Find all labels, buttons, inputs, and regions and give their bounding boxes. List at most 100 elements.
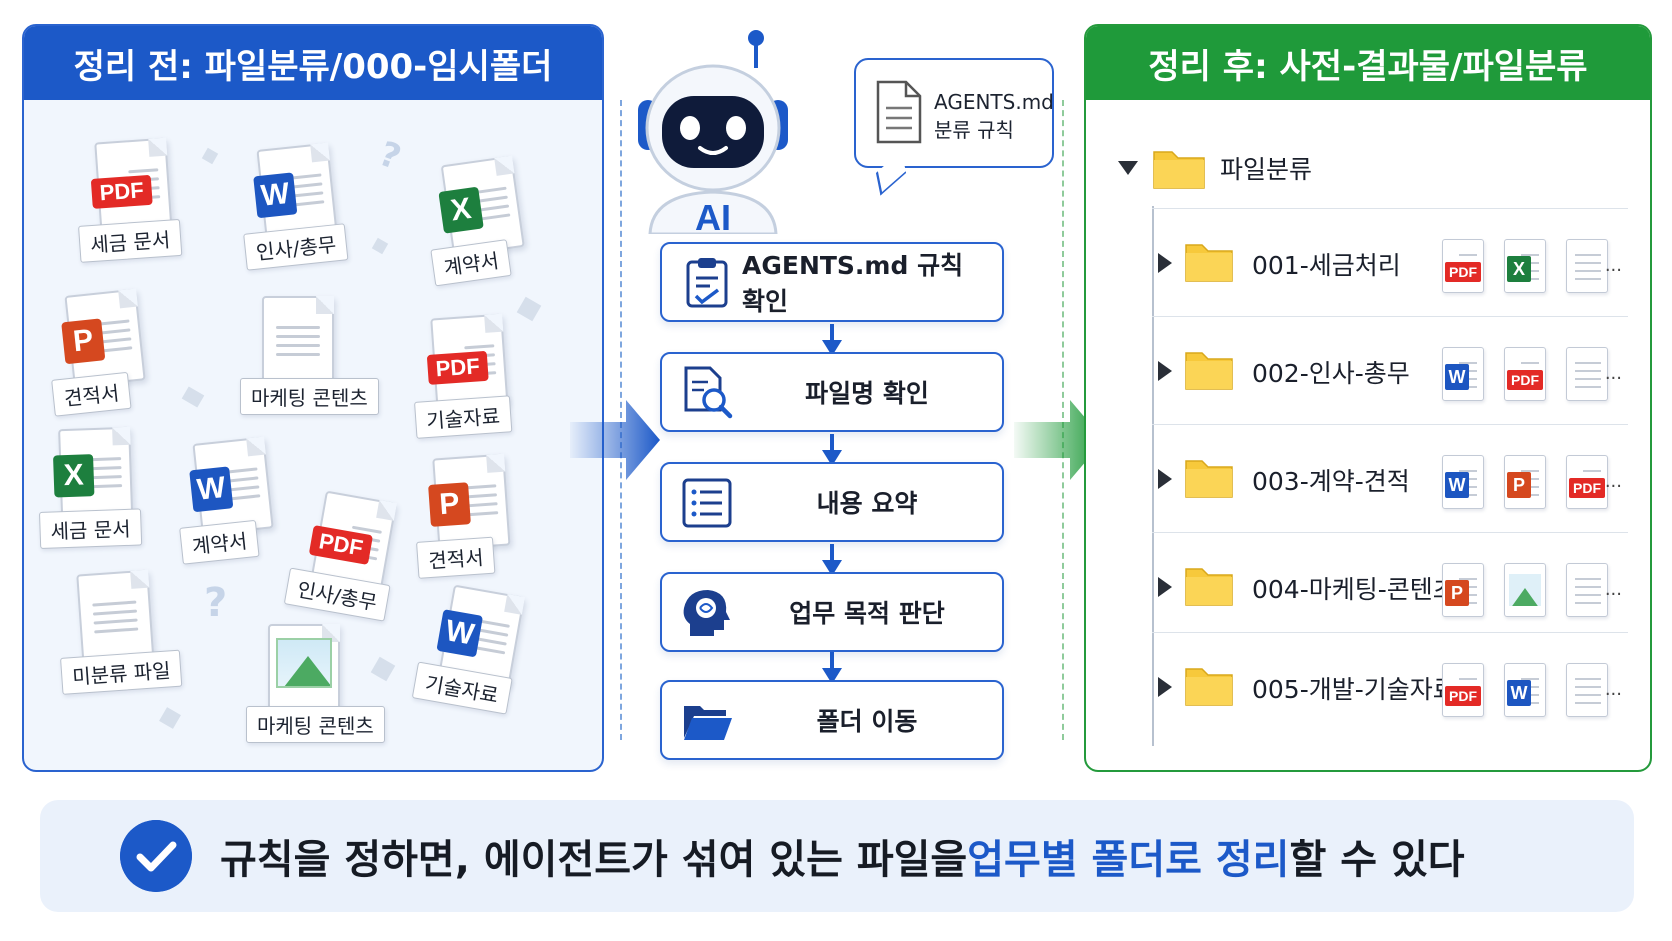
- pdf-icon: PDF: [426, 350, 489, 385]
- step-judge-purpose: 업무 목적 판단: [660, 572, 1004, 652]
- speech-line-1: AGENTS.md: [934, 90, 1054, 114]
- caret-right-icon[interactable]: [1158, 253, 1172, 273]
- folder-open-icon: [684, 706, 732, 740]
- word-badge: W: [1507, 680, 1531, 706]
- folder-file-icons: P: [1442, 563, 1608, 617]
- folder-file-icons: PDF W: [1442, 663, 1608, 717]
- file-label: 계약서: [179, 519, 260, 565]
- decor-shape: [159, 707, 181, 729]
- decor-shape: [516, 296, 542, 322]
- word-icon: W: [1504, 663, 1546, 717]
- file-label: 인사/총무: [243, 223, 349, 271]
- excel-icon: X: [438, 186, 484, 234]
- file-label: 마케팅 콘텐츠: [240, 378, 379, 415]
- folder-name: 002-인사-총무: [1252, 359, 1410, 388]
- ppt-badge: P: [1507, 472, 1531, 498]
- clipboard-check-icon: [686, 258, 728, 308]
- question-mark-icon: ?: [204, 580, 228, 626]
- ppt-icon: P: [428, 482, 471, 527]
- summary-suffix: 할 수 있다: [1289, 837, 1465, 883]
- ppt-icon: P: [1504, 455, 1546, 509]
- ppt-icon: P: [1442, 563, 1484, 617]
- image-icon: [276, 638, 332, 688]
- ppt-badge: P: [1445, 580, 1469, 606]
- ppt-icon: P: [61, 318, 106, 365]
- pdf-icon: PDF: [1442, 663, 1484, 717]
- caret-right-icon[interactable]: [1158, 577, 1172, 597]
- caret-down-icon[interactable]: [1116, 158, 1140, 178]
- file-excel[interactable]: X 계약서: [429, 154, 539, 287]
- file-label: 견적서: [51, 371, 132, 417]
- file-text[interactable]: 마케팅 콘텐츠: [240, 296, 379, 415]
- file-text[interactable]: 미분류 파일: [60, 569, 183, 695]
- pdf-badge: PDF: [1445, 686, 1481, 706]
- more-ellipsis: ...: [1604, 679, 1622, 700]
- pdf-icon: PDF: [1504, 347, 1546, 401]
- caret-right-icon[interactable]: [1158, 469, 1172, 489]
- folder-name: 003-계약-견적: [1252, 467, 1410, 496]
- summary-banner: 규칙을 정하면, 에이전트가 섞여 있는 파일을 업무별 폴더로 정리 할 수 …: [40, 800, 1634, 912]
- divider-right: [1062, 100, 1064, 740]
- file-label: 미분류 파일: [60, 649, 183, 695]
- step-check-rules: AGENTS.md 규칙 확인: [660, 242, 1004, 322]
- text-lines: [92, 600, 139, 640]
- summary-highlight: 업무별 폴더로 정리: [967, 837, 1290, 883]
- folder-icon: [1185, 244, 1233, 282]
- file-label: 세금 문서: [38, 508, 143, 549]
- step-check-filename: 파일명 확인: [660, 352, 1004, 432]
- pdf-icon: PDF: [1442, 239, 1484, 293]
- word-icon: W: [1442, 455, 1484, 509]
- before-panel-title: 정리 전: 파일분류/000-임시폴더: [24, 26, 602, 100]
- word-icon: W: [253, 172, 298, 219]
- down-arrow-icon: [822, 434, 842, 466]
- caret-right-icon[interactable]: [1158, 677, 1172, 697]
- text-file-icon: [1566, 347, 1608, 401]
- tree-root[interactable]: 파일분류: [1116, 146, 1312, 190]
- file-ppt[interactable]: P 견적서: [51, 287, 160, 417]
- more-ellipsis: ...: [1604, 255, 1622, 276]
- text-lines: [91, 457, 123, 494]
- word-icon: W: [1442, 347, 1484, 401]
- text-lines: [276, 326, 320, 362]
- step-move-folder: 폴더 이동: [660, 680, 1004, 760]
- folder-icon: [1185, 460, 1233, 498]
- decor-shape: [370, 656, 396, 682]
- green-flow-arrow: [1014, 400, 1104, 480]
- file-page: [262, 296, 334, 388]
- excel-icon: X: [1504, 239, 1546, 293]
- folder-file-icons: PDF X: [1442, 239, 1608, 293]
- caret-right-icon[interactable]: [1158, 361, 1172, 381]
- pdf-badge: PDF: [1569, 478, 1605, 498]
- more-ellipsis: ...: [1604, 579, 1622, 600]
- down-arrow-icon: [822, 652, 842, 684]
- check-circle-icon: [120, 820, 192, 892]
- text-file-icon: [1566, 563, 1608, 617]
- root-folder-name: 파일분류: [1220, 155, 1313, 184]
- excel-badge: X: [1507, 256, 1531, 282]
- decor-shape: [181, 386, 205, 408]
- after-panel-title: 정리 후: 사전-결과물/파일분류: [1086, 26, 1650, 100]
- file-image[interactable]: 마케팅 콘텐츠: [246, 624, 385, 743]
- document-search-icon: [684, 366, 733, 419]
- rules-speech-bubble: AGENTS.md 분류 규칙: [854, 58, 1054, 168]
- file-label: 계약서: [430, 239, 512, 287]
- pdf-icon: PDF: [90, 174, 153, 209]
- folder-file-icons: W PDF: [1442, 347, 1608, 401]
- summary-prefix: 규칙을 정하면, 에이전트가 섞여 있는 파일을: [220, 837, 968, 883]
- folder-icon: [1185, 352, 1233, 390]
